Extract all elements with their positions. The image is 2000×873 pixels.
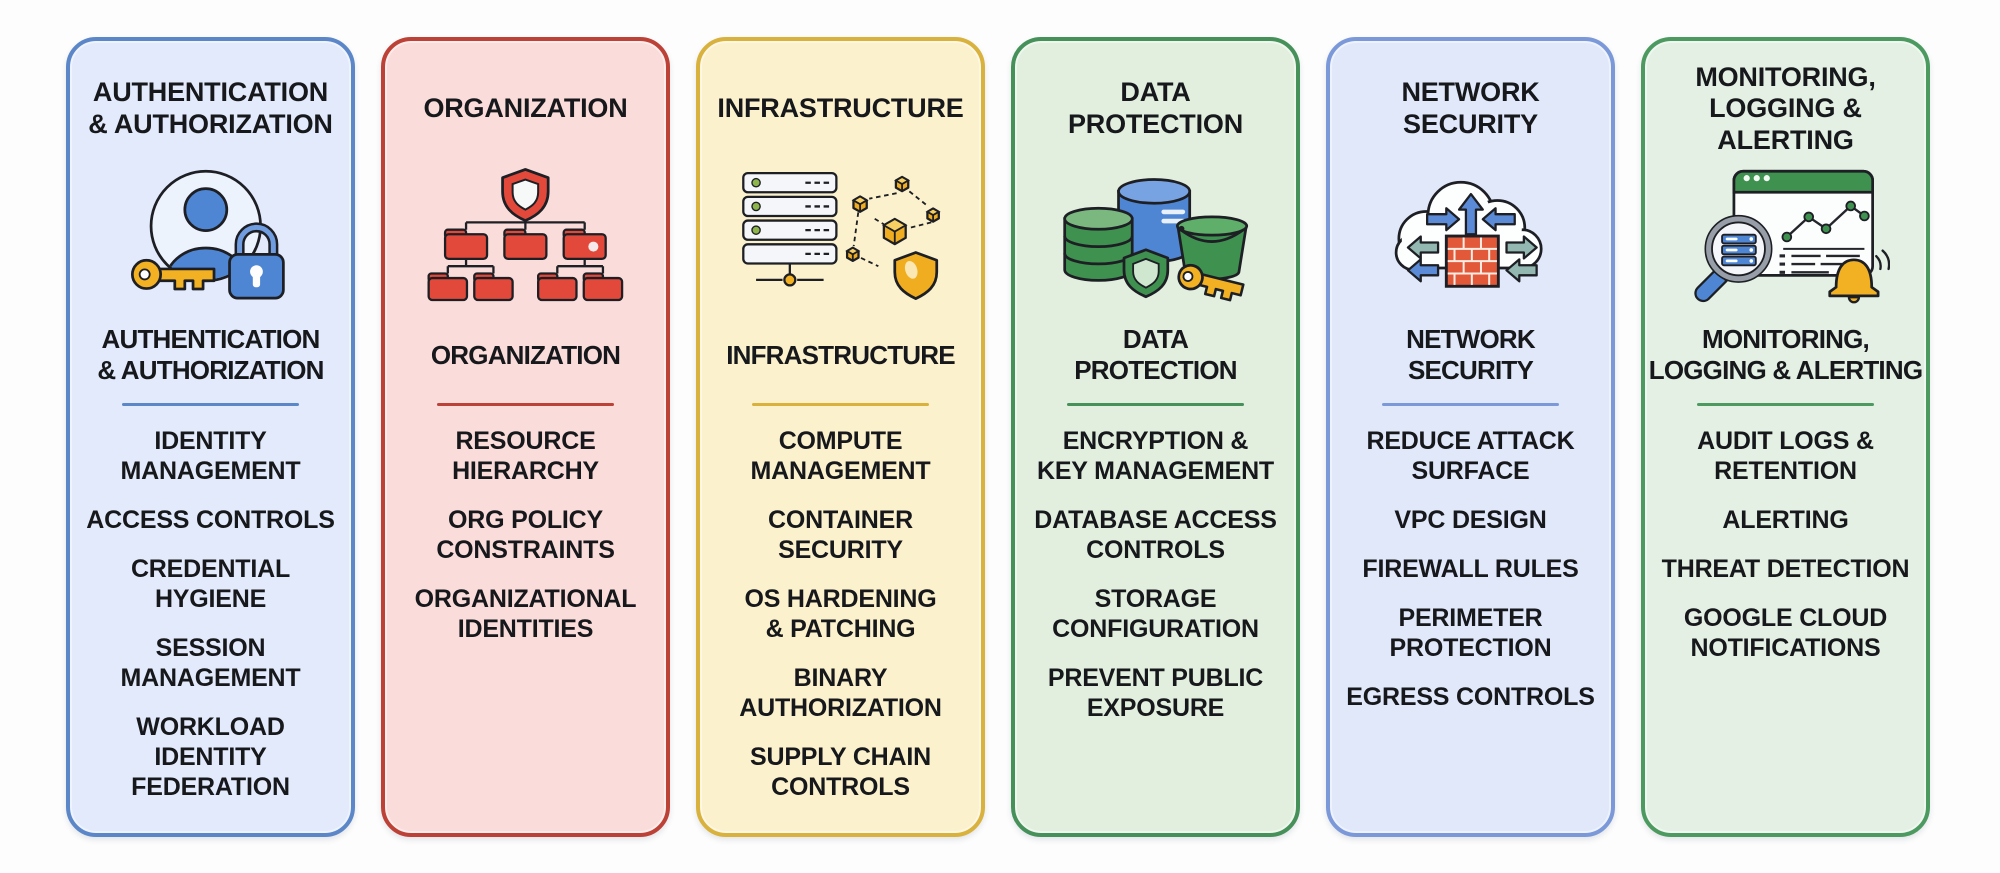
divider — [1381, 403, 1560, 406]
pillar-card-monitoring-logging-alerting: MONITORING, LOGGING & ALERTING MONITORIN… — [1641, 37, 1930, 837]
pillar-heading: INFRASTRUCTURE — [726, 339, 955, 370]
pillar-item: SESSION MANAGEMENT — [120, 633, 301, 692]
pillar-item: CONTAINER SECURITY — [768, 505, 913, 564]
pillar-item: FIREWALL RULES — [1362, 554, 1579, 583]
pillar-item-list: AUDIT LOGS & RETENTION ALERTING THREAT DET… — [1655, 426, 1916, 663]
pillar-title: NETWORK SECURITY — [1401, 77, 1540, 139]
database-bucket-key-icon — [1051, 163, 1261, 311]
pillar-item: ENCRYPTION & KEY MANAGEMENT — [1036, 426, 1275, 485]
pillar-item: PERIMETER PROTECTION — [1389, 603, 1552, 662]
divider — [751, 403, 930, 406]
pillar-card-network-security: NETWORK SECURITY NETWORK SECURITY REDUCE… — [1326, 37, 1615, 837]
pillar-item: OS HARDENING & PATCHING — [744, 584, 937, 643]
pillar-item: ALERTING — [1722, 505, 1849, 534]
pillar-heading: AUTHENTICATION & AUTHORIZATION — [97, 324, 324, 385]
pillar-title: DATA PROTECTION — [1067, 77, 1243, 139]
user-key-lock-icon — [110, 163, 311, 311]
pillar-title: ORGANIZATION — [423, 93, 628, 124]
pillar-item: ACCESS CONTROLS — [86, 505, 335, 534]
cloud-firewall-icon — [1366, 163, 1576, 311]
pillar-card-organization: ORGANIZATION ORGANIZATION RESOURCE HIERA… — [381, 37, 670, 837]
resource-hierarchy-icon — [425, 163, 626, 311]
pillar-item: CREDENTIAL HYGIENE — [130, 554, 291, 613]
pillar-heading: ORGANIZATION — [430, 339, 621, 370]
pillar-item: REDUCE ATTACK SURFACE — [1366, 426, 1575, 485]
divider — [121, 403, 300, 406]
pillar-item: AUDIT LOGS & RETENTION — [1697, 426, 1874, 485]
pillar-item: EGRESS CONTROLS — [1346, 682, 1595, 711]
pillar-card-authentication-authorization: AUTHENTICATION & AUTHORIZATION AUTHENTIC… — [66, 37, 355, 837]
pillar-item: COMPUTE MANAGEMENT — [750, 426, 931, 485]
pillar-item-list: IDENTITY MANAGEMENT ACCESS CONTROLS CREDEN… — [80, 426, 341, 802]
pillar-item-list: REDUCE ATTACK SURFACE VPC DESIGN FIREWALL … — [1340, 426, 1601, 712]
pillar-item: ORG POLICY CONSTRAINTS — [436, 505, 615, 564]
pillar-item-list: COMPUTE MANAGEMENT CONTAINER SECURITY OS H… — [710, 426, 971, 802]
pillar-card-data-protection: DATA PROTECTION DATA PROTECTION ENCRYPTI… — [1011, 37, 1300, 837]
pillar-item: STORAGE CONFIGURATION — [1052, 584, 1259, 643]
pillar-item: DATABASE ACCESS CONTROLS — [1034, 505, 1277, 564]
pillar-heading: MONITORING, LOGGING & ALERTING — [1648, 324, 1923, 385]
pillar-item: ORGANIZATIONAL IDENTITIES — [414, 584, 637, 643]
pillar-item: VPC DESIGN — [1394, 505, 1547, 534]
pillar-heading: DATA PROTECTION — [1074, 324, 1237, 385]
divider — [1696, 403, 1875, 406]
pillar-item: GOOGLE CLOUD NOTIFICATIONS — [1683, 603, 1888, 662]
pillar-item-list: ENCRYPTION & KEY MANAGEMENT DATABASE ACCE… — [1025, 426, 1286, 723]
servers-cubes-shield-icon — [736, 163, 946, 311]
pillar-item: IDENTITY MANAGEMENT — [120, 426, 301, 485]
pillar-item: WORKLOAD IDENTITY FEDERATION — [131, 712, 290, 801]
pillar-title: AUTHENTICATION & AUTHORIZATION — [88, 77, 333, 139]
monitoring-alert-bell-icon — [1681, 163, 1891, 311]
pillar-item-list: RESOURCE HIERARCHY ORG POLICY CONSTRAINTS… — [395, 426, 656, 644]
pillar-card-infrastructure: INFRASTRUCTURE INFRASTRUCTURE COMPUTE MA… — [696, 37, 985, 837]
pillar-item: PREVENT PUBLIC EXPOSURE — [1047, 663, 1264, 722]
pillar-title: MONITORING, LOGGING & ALERTING — [1695, 61, 1876, 155]
pillar-item: THREAT DETECTION — [1661, 554, 1910, 583]
pillar-title: INFRASTRUCTURE — [717, 93, 964, 124]
divider — [436, 403, 615, 406]
pillar-heading: NETWORK SECURITY — [1406, 324, 1536, 385]
divider — [1066, 403, 1245, 406]
pillar-item: RESOURCE HIERARCHY — [452, 426, 599, 485]
pillar-item: BINARY AUTHORIZATION — [739, 663, 942, 722]
pillar-item: SUPPLY CHAIN CONTROLS — [750, 742, 931, 801]
